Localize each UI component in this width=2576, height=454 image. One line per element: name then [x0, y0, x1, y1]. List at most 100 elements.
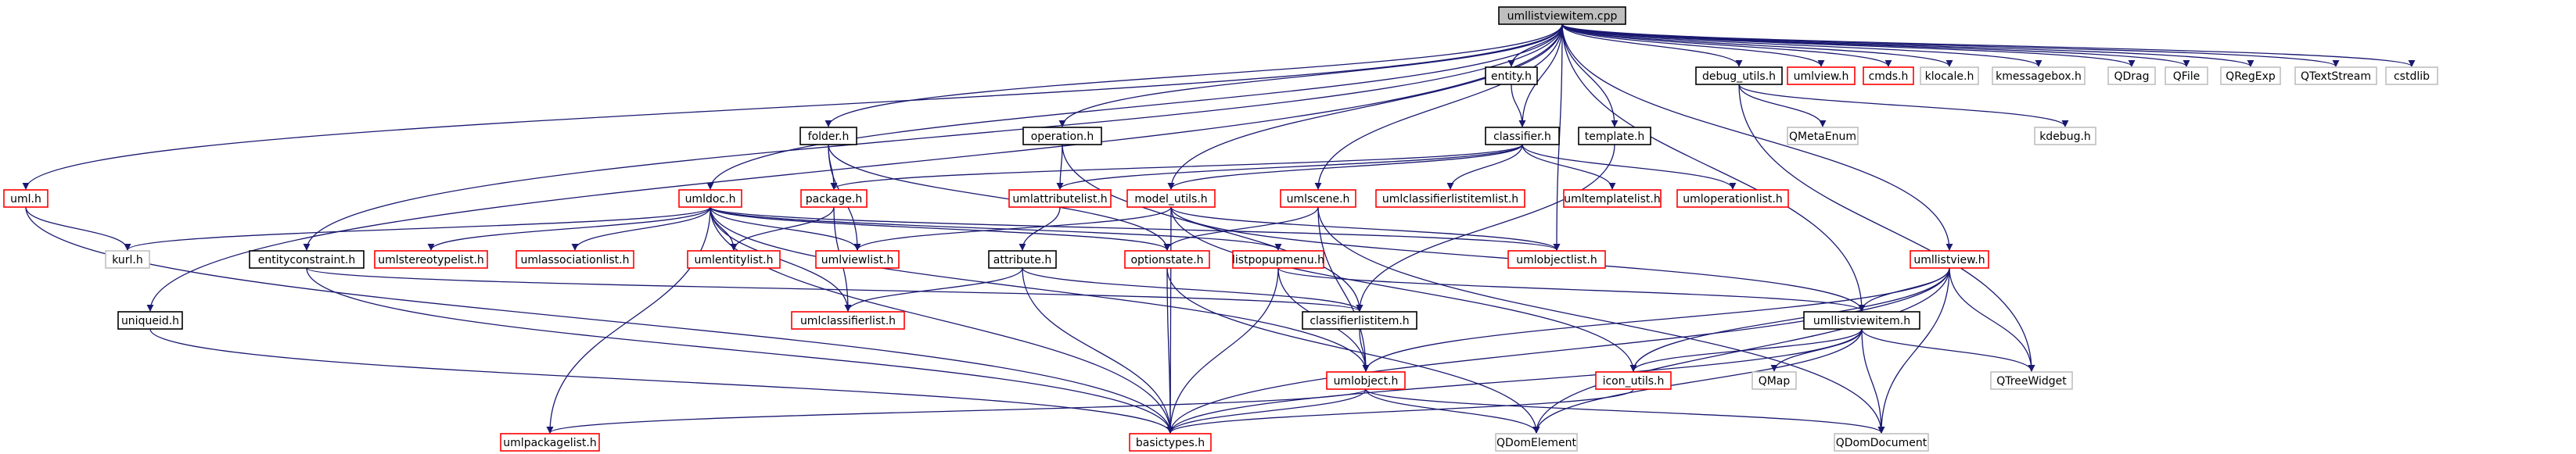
node-label: umlclassifierlist.h [800, 315, 896, 327]
edge-root-to-cstdlib [1561, 23, 2416, 67]
node-box [815, 250, 900, 269]
node-classifier-h[interactable]: classifier.h [1485, 127, 1560, 145]
edge-root-to-entity-h [1507, 23, 1563, 67]
node-umlattributelist-h: umlattributelist.h [1008, 189, 1112, 208]
edge-umllistview-h-to-icon-utils-h [1629, 267, 1950, 372]
node-label: umlscene.h [1287, 193, 1350, 206]
node-box [500, 433, 600, 452]
node-box [988, 250, 1057, 269]
node-box [1563, 189, 1662, 208]
node-template-h[interactable]: template.h [1578, 127, 1651, 145]
node-label: QDomElement [1496, 437, 1576, 449]
edge-umllistview-h-to-umlobject-h [1362, 267, 1950, 372]
node-operation-h[interactable]: operation.h [1022, 127, 1102, 145]
dependency-edges [22, 23, 2416, 434]
node-QMetaEnum: QMetaEnum [1787, 127, 1859, 145]
node-root[interactable]: umllistviewitem.cpp [1498, 6, 1626, 25]
node-label: umlobject.h [1334, 375, 1399, 388]
node-box [2034, 127, 2096, 145]
node-label: umllistviewitem.h [1813, 315, 1910, 327]
edge-debug-utils-h-to-QMetaEnum [1738, 84, 1827, 127]
edge-umldoc-h-to-umlstereotypelist-h [427, 206, 711, 251]
node-box [1232, 250, 1324, 269]
node-umltemplatelist-h: umltemplatelist.h [1563, 189, 1662, 208]
node-QMap: QMap [1751, 371, 1797, 390]
node-label: umlstereotypelist.h [378, 254, 484, 266]
edge-root-to-umlscene-h [1314, 23, 1563, 190]
node-label: umloperationlist.h [1683, 193, 1783, 206]
edge-debug-utils-h-to-QTreeWidget [1738, 84, 2035, 372]
node-umllistviewitem-h[interactable]: umllistviewitem.h [1803, 311, 1920, 330]
edge-root-to-classifier-h [1518, 23, 1563, 127]
node-kmessagebox-h: kmessagebox.h [1992, 66, 2086, 85]
node-label: uniqueid.h [121, 315, 179, 327]
edge-umlscene-h-to-QDomDocument [1317, 206, 1885, 434]
node-uniqueid-h[interactable]: uniqueid.h [117, 311, 183, 330]
edge-folder-h-to-package-h [828, 144, 838, 190]
node-QTreeWidget: QTreeWidget [1990, 371, 2073, 390]
node-umllistview-h: umllistview.h [1910, 250, 1989, 269]
node-box [1485, 66, 1538, 85]
edge-umldoc-h-to-listpopupmenu-h [710, 206, 1282, 251]
node-box [1498, 6, 1626, 25]
edge-attribute-h-to-basictypes-h [1022, 267, 1174, 434]
node-box [1022, 127, 1102, 145]
node-folder-h[interactable]: folder.h [799, 127, 857, 145]
edge-umllistviewitem-h-to-QTreeWidget [1861, 328, 2035, 372]
node-entity-h[interactable]: entity.h [1485, 66, 1538, 85]
node-label: umlpackagelist.h [503, 437, 596, 449]
edge-umllistviewitem-h-to-basictypes-h [1166, 328, 1863, 434]
node-classifierlistitem-h[interactable]: classifierlistitem.h [1302, 311, 1417, 330]
node-box [1124, 250, 1210, 269]
node-QTextStream: QTextStream [2294, 66, 2377, 85]
node-box [1992, 66, 2086, 85]
node-label: listpopupmenu.h [1232, 254, 1324, 266]
node-kdebug-h: kdebug.h [2034, 127, 2096, 145]
node-label: uml.h [10, 193, 41, 206]
node-box [1990, 371, 2073, 390]
node-box [3, 189, 49, 208]
node-label: entity.h [1491, 70, 1532, 83]
edge-umlscene-h-to-umlobject-h [1317, 206, 1370, 372]
node-box [791, 311, 905, 330]
node-model-utils-h: model_utils.h [1126, 189, 1216, 208]
node-label: umlviewlist.h [821, 254, 894, 266]
node-label: template.h [1585, 130, 1645, 143]
edge-classifier-h-to-umltemplatelist-h [1522, 144, 1616, 190]
node-debug-utils-h[interactable]: debug_utils.h [1695, 66, 1783, 85]
edge-attribute-h-to-classifierlistitem-h [1022, 267, 1363, 312]
edge-root-to-QFile [1561, 23, 2190, 67]
node-label: umlclassifierlistitemlist.h [1382, 193, 1518, 206]
edge-root-to-kmessagebox-h [1561, 23, 2042, 67]
node-box [2220, 66, 2281, 85]
node-box [687, 250, 781, 269]
edge-operation-h-to-classifierlistitem-h [1062, 144, 1363, 312]
node-label: kmessagebox.h [1996, 70, 2082, 83]
node-box [2107, 66, 2156, 85]
edge-root-to-model-utils-h [1167, 23, 1563, 190]
edge-root-to-entityconstraint-h [303, 23, 1563, 251]
node-icon-utils-h: icon_utils.h [1595, 371, 1672, 390]
edge-umlobject-h-to-basictypes-h [1166, 388, 1367, 434]
edge-umlobject-h-to-QDomDocument [1365, 388, 1885, 434]
node-label: umllistviewitem.cpp [1507, 10, 1618, 23]
edge-root-to-QTextStream [1561, 23, 2340, 67]
node-umloperationlist-h: umloperationlist.h [1676, 189, 1789, 208]
node-box [1129, 433, 1212, 452]
node-box [1375, 189, 1525, 208]
node-box [678, 189, 742, 208]
edge-attribute-h-to-umlclassifierlist-h [844, 267, 1023, 312]
edge-classifier-h-to-package-h [830, 144, 1523, 190]
node-QRegExp: QRegExp [2220, 66, 2281, 85]
edge-uniqueid-h-to-basictypes-h [149, 328, 1174, 434]
node-umlclassifierlist-h: umlclassifierlist.h [791, 311, 905, 330]
node-entityconstraint-h[interactable]: entityconstraint.h [249, 250, 365, 269]
node-box [2294, 66, 2377, 85]
edge-umlscene-h-to-optionstate-h [1163, 206, 1319, 251]
node-label: umltemplatelist.h [1564, 193, 1660, 206]
node-umlassociationlist-h: umlassociationlist.h [516, 250, 634, 269]
edge-root-to-umldoc-h [706, 23, 1563, 190]
edge-root-to-cmds-h [1561, 23, 1892, 67]
node-attribute-h[interactable]: attribute.h [988, 250, 1057, 269]
node-label: attribute.h [993, 254, 1051, 266]
